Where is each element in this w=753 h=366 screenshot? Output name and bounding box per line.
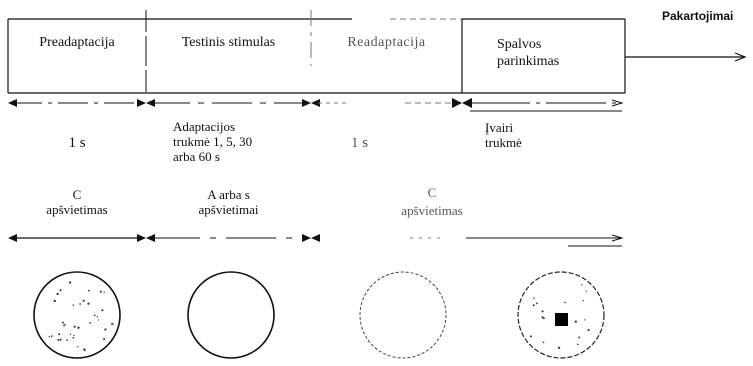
speckle-dot <box>69 333 72 335</box>
speckle-dot <box>72 336 75 339</box>
speckle-dot <box>542 317 545 320</box>
speckle-dot <box>89 322 92 324</box>
speckle-dot <box>533 297 535 299</box>
duration-spalvos-line1: Įvairi <box>485 120 514 135</box>
phase-label-readaptacija: Readaptacija <box>347 35 426 50</box>
speckle-dot <box>66 339 68 342</box>
speckle-dot <box>77 326 80 329</box>
speckle-dot <box>584 319 586 321</box>
speckle-dot <box>87 302 90 305</box>
condition-testinis-line2: apšvietimai <box>198 202 259 217</box>
duration-row-bottom <box>8 234 624 247</box>
speckle-dot <box>84 349 86 352</box>
duration-row-top <box>8 98 624 112</box>
speckle-dot <box>99 290 102 293</box>
stimulus-speckled-field <box>33 271 121 359</box>
duration-spalvos-line2: trukmė <box>485 135 522 150</box>
phase-label-parinkimas: parinkimas <box>497 54 560 69</box>
speckle-dot <box>103 291 105 293</box>
condition-readaptacija-line1: C <box>427 185 437 200</box>
repeat-label: Pakartojimai <box>662 9 734 23</box>
stimulus-field-with-square-target <box>517 271 605 359</box>
condition-testinis-line1: A arba s <box>207 187 250 202</box>
phase-label-testinis-stimulas: Testinis stimulas <box>181 35 276 50</box>
stimulus-empty-field <box>187 271 275 359</box>
speckle-dot <box>73 325 76 328</box>
speckle-dot <box>57 339 60 341</box>
speckle-dot <box>536 302 538 305</box>
duration-testinis-line2: trukmė 1, 5, 30 <box>173 134 253 149</box>
speckle-dot <box>532 304 535 307</box>
speckle-dot <box>59 289 62 292</box>
condition-preadaptacija-line1: C <box>72 187 82 202</box>
condition-readaptacija-line2: apšvietimas <box>401 203 463 218</box>
target-square <box>555 313 568 326</box>
speckle-dot <box>541 316 544 319</box>
speckle-dot <box>96 316 99 318</box>
speckle-dot <box>541 310 544 313</box>
duration-preadaptacija: 1 s <box>68 135 86 151</box>
speckle-dot <box>73 334 75 336</box>
speckle-dot <box>93 314 96 317</box>
speckle-dot <box>577 343 579 346</box>
speckle-dot <box>564 301 566 304</box>
speckle-dot <box>77 346 79 348</box>
speckle-dot <box>82 299 85 302</box>
speckle-dot <box>88 289 90 292</box>
speckle-dot <box>574 320 577 323</box>
speckle-dot <box>529 335 532 338</box>
speckle-dot <box>585 290 587 292</box>
phase-label-spalvos: Spalvos <box>497 37 542 52</box>
speckle-dot <box>59 338 62 341</box>
speckle-dot <box>68 281 72 284</box>
duration-testinis-line3: arba 60 s <box>173 149 220 164</box>
speckle-dot <box>53 299 56 303</box>
speckle-dot <box>63 325 65 327</box>
speckle-dot <box>79 303 81 305</box>
speckle-dot <box>581 284 583 286</box>
stimulus-empty-field-faint <box>359 271 447 359</box>
speckle-dot <box>104 328 107 331</box>
speckle-dot <box>110 322 113 325</box>
speckle-dot <box>50 335 53 337</box>
speckle-dot <box>72 304 75 306</box>
phase-label-preadaptacija: Preadaptacija <box>39 35 115 50</box>
speckle-dot <box>587 329 590 332</box>
speckle-dot <box>48 336 50 338</box>
speckle-dot <box>58 333 61 336</box>
speckle-dot <box>101 309 104 312</box>
speckle-dot <box>103 337 106 340</box>
repeat-arrow-head <box>734 52 747 62</box>
speckle-dot <box>97 319 100 321</box>
speckle-dot <box>63 323 66 326</box>
duration-readaptacija: 1 s <box>351 135 369 151</box>
speckle-dot <box>557 346 561 349</box>
speckle-dot <box>62 321 64 324</box>
speckle-dot <box>578 336 581 339</box>
speckle-dot <box>582 300 584 302</box>
speckle-dot <box>56 292 59 296</box>
speckle-dot <box>542 341 545 344</box>
condition-preadaptacija-line2: apšvietimas <box>46 202 108 217</box>
duration-testinis-line1: Adaptacijos <box>173 119 236 134</box>
